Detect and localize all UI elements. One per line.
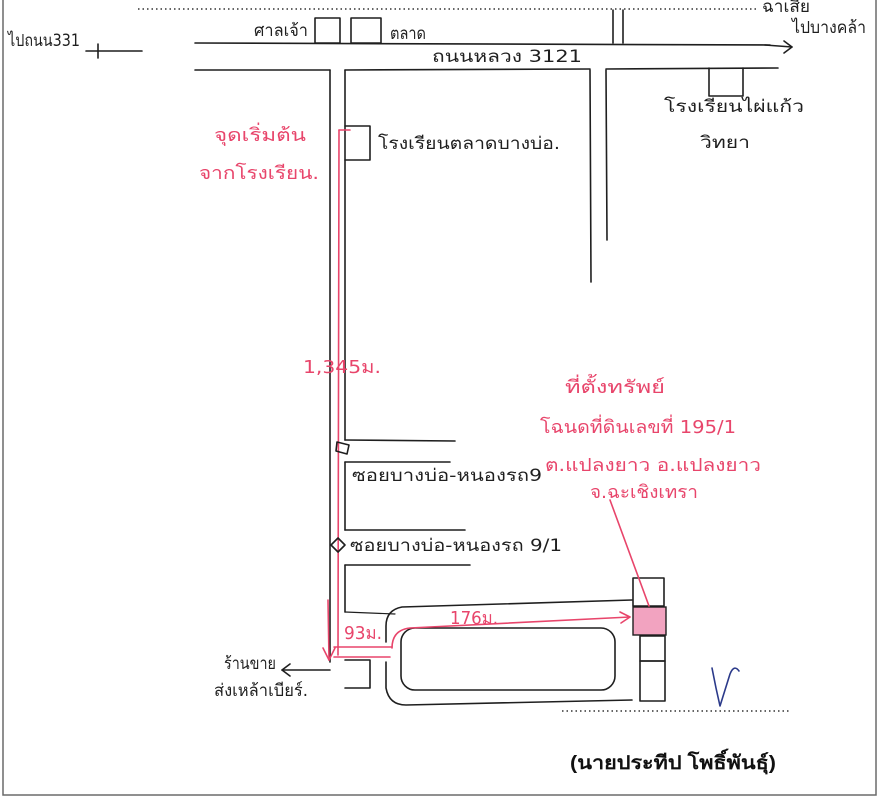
school-phaikaew-building <box>708 67 744 97</box>
school-bangbo-label: โรงเรียนตลาดบางบ่อ. <box>378 133 560 154</box>
property-plots <box>632 577 667 702</box>
property-deed: โฉนดที่ดินเลขที่ 195/1 <box>540 414 736 438</box>
direction-left-line <box>85 43 143 59</box>
school-bangbo-building <box>344 125 371 161</box>
header-top-right-label: ฉาเสีย <box>762 0 810 17</box>
property-highlight <box>632 606 667 636</box>
route-distance-loop: 176ม. <box>450 608 498 629</box>
property-district: ต.แปลงยาว อ.แปลงยาว <box>545 455 761 476</box>
main-road-label: ถนนหลวง 3121 <box>432 47 582 67</box>
side-road-right <box>589 9 624 283</box>
signature-mark <box>711 667 740 707</box>
soi-1-label: ซอยบางบ่อ-หนองรถ9 <box>352 466 542 486</box>
soi-2-label: ซอยบางบ่อ-หนองรถ 9/1 <box>350 536 562 556</box>
shop-label-line2: ส่งเหล้าเบียร์. <box>214 681 308 701</box>
shop-arrow <box>281 663 331 677</box>
main-road <box>194 42 779 71</box>
market-label: ตลาด <box>390 24 426 44</box>
route-distance-side: 93ม. <box>344 623 382 644</box>
property-pointer-line <box>609 499 650 607</box>
market-building <box>350 17 382 44</box>
soi-1-road <box>335 439 456 463</box>
access-road <box>329 69 346 663</box>
signer-name: (นายประทีป โพธิ์พันธุ์) <box>570 748 776 775</box>
direction-right-label: ไปบางคล้า <box>790 17 866 38</box>
shop-label-line1: ร้านขาย <box>224 654 276 674</box>
direction-left-label: ไปถนน331 <box>6 30 80 51</box>
loop-road <box>385 599 633 706</box>
route-side-line <box>333 611 396 658</box>
direction-right-arrow <box>764 40 793 54</box>
route-loop-line <box>391 611 631 649</box>
route-distance-main: 1,345ม. <box>303 357 381 378</box>
start-point-label-line2: จากโรงเรียน. <box>199 162 319 184</box>
school-phaikaew-label-line1: โรงเรียนไผ่แก้ว <box>664 96 804 117</box>
shrine-label: ศาลเจ้า <box>254 21 308 41</box>
shrine-building <box>314 17 341 44</box>
start-point-label-line1: จุดเริ่มต้น <box>214 122 306 146</box>
property-title: ที่ตั้งทรัพย์ <box>565 374 665 398</box>
soi-2-road <box>330 529 471 566</box>
shop-building <box>344 659 371 689</box>
route-main-line <box>322 129 351 661</box>
school-phaikaew-label-line2: วิทยา <box>699 133 750 153</box>
property-province: จ.ฉะเชิงเทรา <box>590 482 698 503</box>
